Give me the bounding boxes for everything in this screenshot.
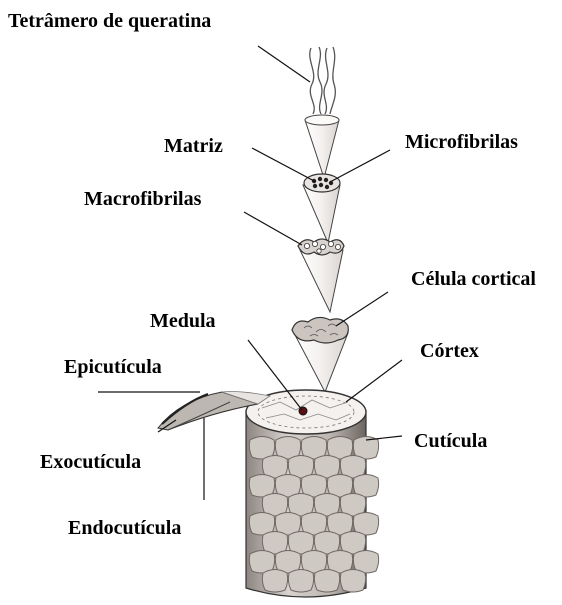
cortical-cell-section [292,317,348,392]
label-matrix: Matriz [164,136,223,156]
label-keratin-tetramer: Tetrâmero de queratina [8,11,211,31]
matrix-cross-section [303,174,340,243]
microfibril-cone [305,115,339,178]
label-cortex: Córtex [420,341,479,361]
label-exocuticle: Exocutícula [40,452,141,472]
cuticle-scale [340,570,365,593]
keratin-tetramer-strands [310,47,336,114]
hair-shaft [246,390,379,597]
label-endocuticle: Endocutícula [68,518,181,538]
label-cuticle: Cutícula [414,431,487,451]
cuticle-scale [262,570,287,593]
cuticle-scale [314,570,339,593]
label-medulla: Medula [150,311,216,331]
label-macrofibrils: Macrofibrilas [84,189,201,209]
cuticle-scale [288,570,313,593]
label-cortical-cell: Célula cortical [411,269,536,289]
macrofibril-cross-section [298,239,344,312]
label-microfibrils: Microfibrilas [405,132,518,152]
label-epicuticle: Epicutícula [64,357,162,377]
